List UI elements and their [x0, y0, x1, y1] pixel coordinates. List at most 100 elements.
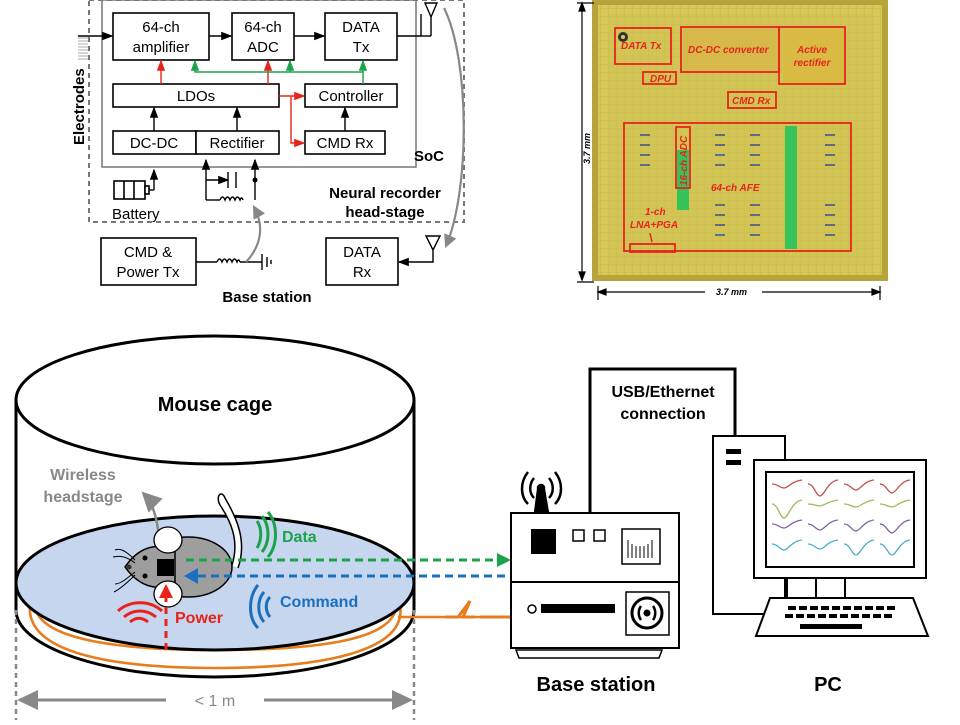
usb-ethernet-cable [588, 367, 737, 513]
keyboard-key [832, 606, 840, 610]
keyboard-key [840, 614, 848, 618]
keyboard-key [843, 606, 851, 610]
command-label: Command [280, 594, 358, 611]
battery-label: Battery [112, 206, 160, 223]
headstage-label-2: headstage [43, 489, 122, 506]
waveform-trace [771, 479, 803, 489]
keyboard-key [829, 614, 837, 618]
keyboard-key [818, 614, 826, 618]
chip-width-label: 3.7 mm [716, 287, 747, 297]
antenna-signal-icon [520, 471, 563, 515]
chip-region-rectifier-1: Active [796, 45, 827, 56]
waveform-trace [843, 519, 875, 532]
keyboard-key [796, 614, 804, 618]
data-label: Data [282, 529, 317, 546]
base-station-device [510, 471, 680, 659]
waveform-trace [807, 499, 839, 507]
data-rx-block [325, 237, 399, 286]
waveform-trace [843, 539, 875, 556]
headstage-label-1: Wireless [50, 467, 116, 484]
keyboard-key [873, 614, 881, 618]
headstage-device [157, 559, 174, 576]
connection-label-2: connection [620, 406, 705, 423]
chip-region-cmd-rx: CMD Rx [732, 96, 771, 107]
waveform-trace [843, 499, 875, 508]
antenna-icon [423, 2, 439, 36]
waveform-trace [807, 479, 839, 497]
base-station-label: Base station [222, 289, 311, 306]
battery-icon [113, 180, 150, 200]
chip-region-afe: 64-ch AFE [711, 183, 760, 194]
waveform-trace [807, 519, 839, 531]
chip-region-lna-2: LNA+PGA [630, 220, 678, 231]
wireless-power-icon [445, 600, 475, 619]
chip-region-lna-1: 1-ch [645, 207, 666, 218]
keyboard-key [887, 606, 895, 610]
waveform-trace [771, 519, 803, 529]
ldos-label: LDOs [177, 88, 215, 105]
amplifier-label-2: amplifier [133, 39, 190, 56]
soc-label: SoC [414, 148, 444, 165]
keyboard-key [799, 606, 807, 610]
base-station-system-label: Base station [537, 674, 656, 696]
dcdc-label: DC-DC [130, 135, 178, 152]
waveform-trace [771, 499, 803, 519]
keyboard-key [807, 614, 815, 618]
card-slot [541, 604, 615, 613]
monitor-screen [765, 471, 915, 568]
connection-label-1: USB/Ethernet [611, 384, 715, 401]
waveform-trace [807, 539, 839, 550]
keyboard-key [876, 606, 884, 610]
head-stage-label-1: Neural recorder [329, 185, 441, 202]
data-rx-label-2: Rx [353, 264, 372, 281]
cmd-power-tx-label-2: Power Tx [116, 264, 180, 281]
amplifier-label-1: 64-ch [142, 19, 180, 36]
cmd-power-tx-label-1: CMD & [124, 244, 172, 261]
waveform-trace [771, 539, 803, 551]
afe-channels [640, 134, 835, 236]
cage-label: Mouse cage [158, 394, 272, 416]
pc-label: PC [814, 674, 842, 696]
mouse-icon [112, 493, 243, 608]
waveform-trace [879, 479, 911, 494]
keyboard-key [884, 614, 892, 618]
waveform-trace [843, 479, 875, 491]
distance-label: < 1 m [195, 693, 235, 710]
data-tx-label-1: DATA [342, 19, 380, 36]
power-label: Power [175, 610, 223, 627]
distance-dimension: < 1 m [14, 610, 416, 720]
block-diagram: 64-ch amplifier 64-ch ADC DATA Tx LDOs C… [71, 0, 465, 306]
neural-waveforms [771, 479, 911, 556]
keyboard-key [810, 606, 818, 610]
keyboard-key [788, 606, 796, 610]
waveform-trace [879, 519, 911, 534]
pc-icon [712, 435, 930, 637]
chip-region-rectifier-2: rectifier [794, 58, 832, 69]
cmd-rx-label: CMD Rx [317, 135, 374, 152]
adc-label-2: ADC [247, 39, 279, 56]
adc-label-1: 64-ch [244, 19, 282, 36]
controller-label: Controller [318, 88, 383, 105]
chip-region-dcdc: DC-DC converter [688, 45, 770, 56]
waveform-trace [879, 499, 911, 508]
keyboard-key [862, 614, 870, 618]
keyboard-key [851, 614, 859, 618]
keyboard-key [865, 606, 873, 610]
keyboard-keys [785, 606, 895, 618]
chip-region-dpu: DPU [650, 74, 672, 85]
chip-photo: DATA Tx DC-DC converter Active rectifier… [577, 0, 888, 300]
head-stage-label-2: head-stage [345, 204, 424, 221]
keyboard-key [821, 606, 829, 610]
system-illustration: Mouse cage Wireless headstage [14, 334, 930, 720]
mouse-cage: Mouse cage [14, 334, 480, 679]
keyboard-key [854, 606, 862, 610]
cage-top [14, 334, 416, 466]
chip-region-data-tx: DATA Tx [621, 41, 662, 52]
rectifier-label: Rectifier [209, 135, 264, 152]
afe-columns [677, 126, 797, 249]
keyboard-key [785, 614, 793, 618]
data-tx-label-2: Tx [353, 39, 370, 56]
chip-height-label: 3.7 mm [582, 133, 592, 164]
electrodes-label: Electrodes [71, 68, 88, 145]
